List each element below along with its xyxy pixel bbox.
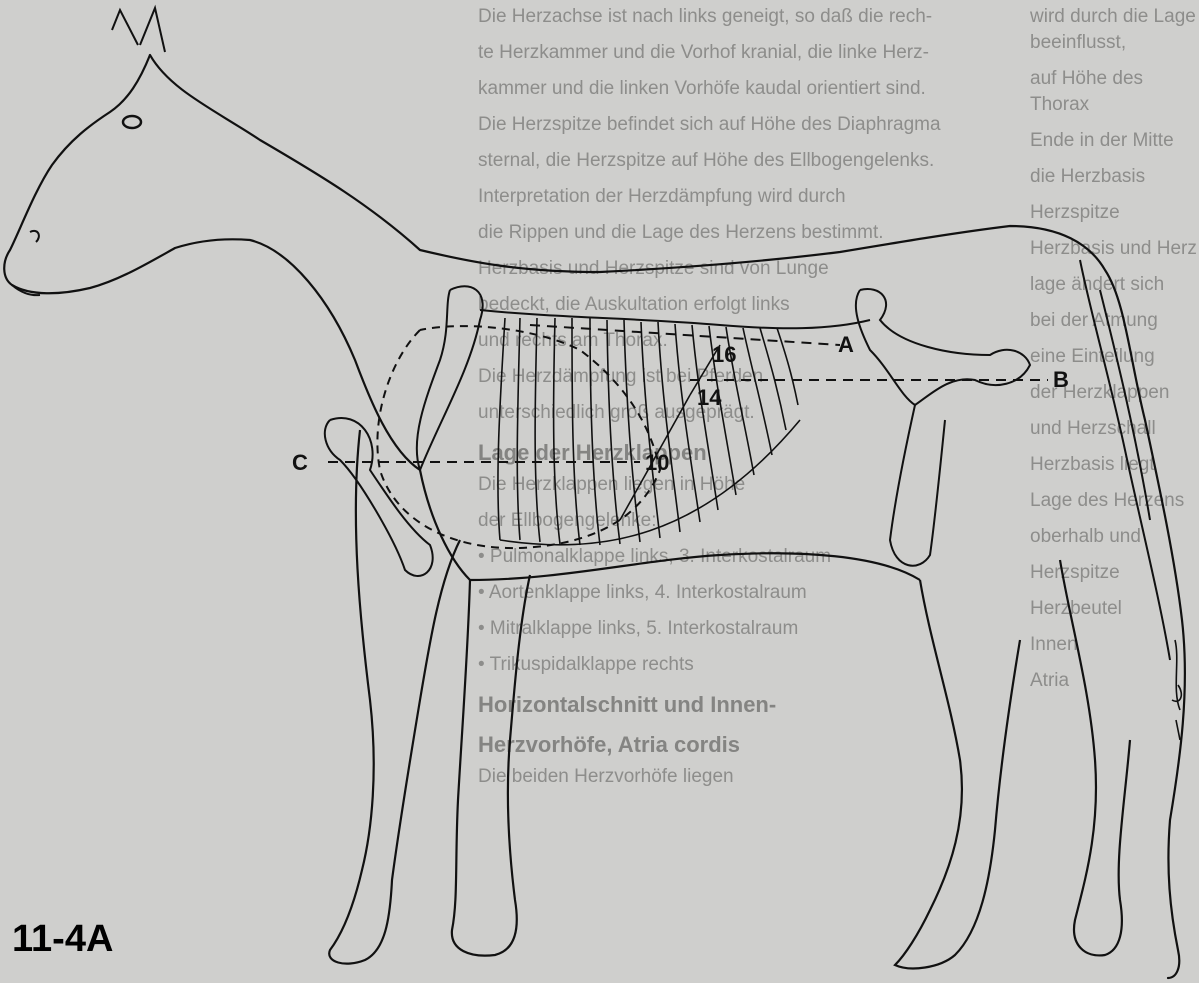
front-leg-right [452,575,530,956]
pelvis [856,289,1030,405]
artist-signature [1172,640,1181,740]
tail [1080,260,1170,660]
horse-outline [150,55,1185,978]
hind-leg-right [1060,560,1130,955]
label-b: B [1053,367,1069,392]
rib-number-10: 10 [645,450,669,475]
figure-number: 11-4A [12,918,113,961]
label-c: C [292,450,308,475]
label-a: A [838,332,854,357]
scapula [417,286,483,470]
front-leg-left [329,430,460,964]
femur [890,405,945,566]
horse-ears [112,8,165,52]
horse-head [4,55,420,470]
rib-number-16: 16 [712,342,736,367]
horse-eye [123,116,141,128]
rib-number-14: 14 [697,385,722,410]
belly-line [420,470,920,580]
horse-nostril [12,231,40,295]
ribcage [498,318,800,545]
hind-leg-left [895,580,1020,968]
